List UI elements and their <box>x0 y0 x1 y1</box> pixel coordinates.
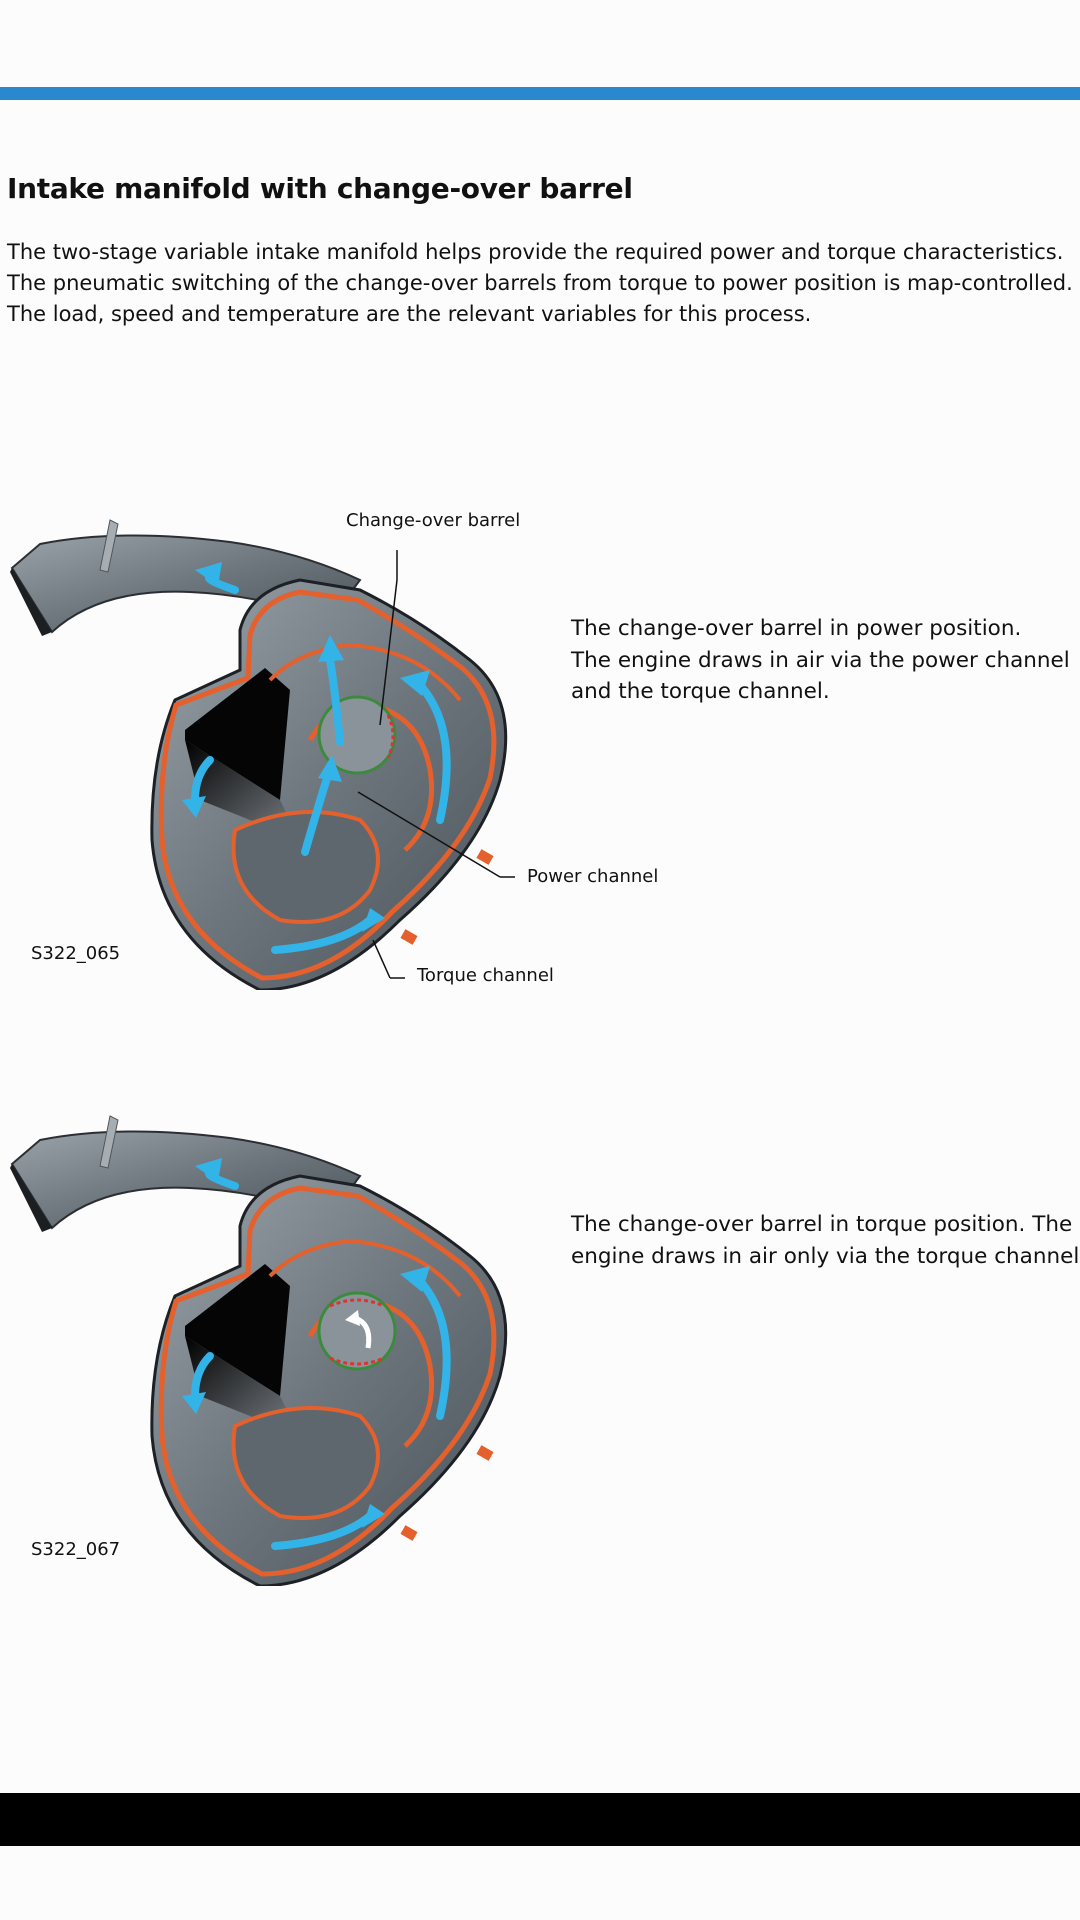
manifold-illustration-torque <box>10 1115 508 1588</box>
label-power-channel: Power channel <box>527 866 659 887</box>
figure2-description-line-1: The change-over barrel in torque positio… <box>571 1212 1073 1237</box>
figure1-description-line-1: The change-over barrel in power position… <box>571 616 1022 641</box>
intro-paragraph: The two-stage variable intake manifold h… <box>7 237 1073 330</box>
figure-id-1: S322_065 <box>31 943 121 964</box>
figure1-description-line-2: The engine draws in air via the power ch… <box>571 647 1070 673</box>
label-change-over-barrel: Change-over barrel <box>346 510 521 531</box>
label-torque-channel: Torque channel <box>417 965 554 986</box>
figure-torque-position: S322_067 <box>0 1096 560 1588</box>
page-heading: Intake manifold with change-over barrel <box>7 172 633 205</box>
figure-power-position: Change-over barrel Power channel Torque … <box>0 500 658 992</box>
manifold-illustration-power <box>10 519 508 992</box>
intro-line-3: The load, speed and temperature are the … <box>7 302 812 326</box>
figure-id-2: S322_067 <box>31 1539 121 1560</box>
header-accent-bar <box>0 87 1080 100</box>
intro-line-1: The two-stage variable intake manifold h… <box>7 240 1064 264</box>
callout-lines-1 <box>357 550 515 979</box>
footer-bar <box>0 1793 1080 1846</box>
intro-line-2: The pneumatic switching of the change-ov… <box>7 271 1073 295</box>
figure2-description-line-2: engine draws in air only via the torque … <box>571 1243 1080 1269</box>
figure1-description-line-3: and the torque channel. <box>571 679 830 704</box>
figure1-description: The change-over barrel in power position… <box>571 613 1070 708</box>
figure2-description: The change-over barrel in torque positio… <box>571 1209 1080 1272</box>
